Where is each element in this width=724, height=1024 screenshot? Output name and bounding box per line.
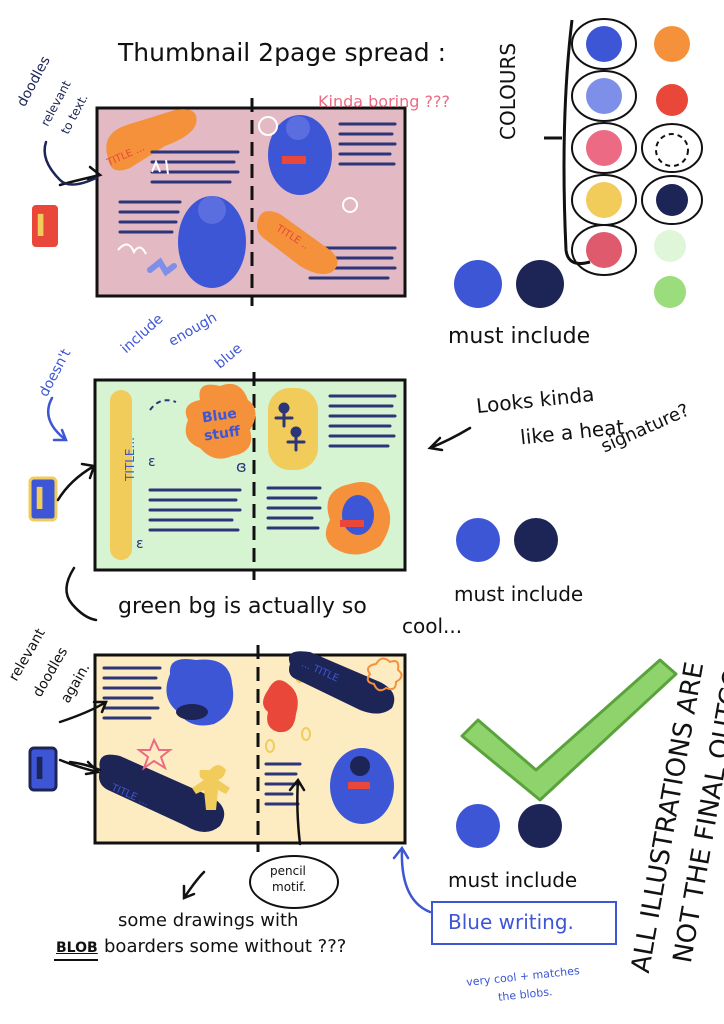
spread-3-title-blob: [99, 754, 225, 832]
arrow-icon-doodles: [43, 140, 98, 186]
swatch-red: [656, 84, 688, 116]
arrow-icon-pencil: [288, 777, 306, 846]
green-bg-note-2: cool...: [402, 614, 463, 638]
marker-icon-1: [32, 205, 58, 247]
arrow-icon-green: [65, 566, 98, 622]
spread-2-text-right: [266, 394, 397, 530]
spread-2: ε ɞ ε: [93, 372, 407, 580]
spread-1-figure-blob: [178, 196, 246, 288]
spread-2-text-left: [148, 488, 242, 532]
check-icon: [460, 658, 678, 802]
marker-icon-3: [28, 746, 58, 792]
marker-label-2: I: [34, 482, 46, 517]
arrow-icon-3: [58, 758, 101, 776]
swatch-pink: [586, 130, 622, 166]
svg-text:ɞ: ɞ: [236, 457, 247, 476]
arrow-icon-blob: [182, 870, 206, 900]
green-bg-note: green bg is actually so: [118, 594, 367, 619]
blue-writing-box: [431, 901, 617, 945]
marker-icon-2: [28, 476, 58, 522]
boring-comment: Kinda boring ???: [318, 92, 450, 111]
swatch-orange: [654, 26, 690, 62]
swatch-green: [654, 276, 686, 308]
must-include-3-blue: [456, 804, 500, 848]
marker-label-1: I: [35, 209, 47, 244]
spread-3-flower-doodle: [366, 657, 403, 692]
arrow-icon-bluewriting: [392, 845, 432, 914]
palette-bracket: [562, 19, 591, 265]
arrows: [43, 140, 472, 914]
arrow-icon-2: [56, 462, 96, 502]
colours-heading: COLOURS: [496, 42, 520, 140]
spread-2-blue-stuff-blob: [185, 383, 256, 459]
spread-1-title-blob-2: [257, 211, 338, 274]
must-include-3-navy: [518, 804, 562, 848]
must-include-2-blue: [456, 518, 500, 562]
pencil-note-1: pencil: [270, 864, 306, 878]
spread-1-reading-blob: [268, 115, 332, 195]
blue-writing-note: Blue writing.: [448, 910, 574, 934]
swatch-navy: [656, 184, 688, 216]
swatch-blue: [586, 26, 622, 62]
svg-text:ε: ε: [136, 536, 144, 552]
spread-3-text-right: [264, 762, 302, 806]
spread-2-title-bar: [110, 390, 132, 560]
spread-3-person-doodle: [192, 765, 230, 810]
pencil-note-2: motif.: [272, 880, 307, 894]
marker-label-3: I: [34, 752, 46, 787]
marker-icons: [28, 205, 58, 792]
svg-text:ε: ε: [148, 454, 156, 470]
page-title: Thumbnail 2page spread :: [118, 38, 447, 67]
blob-note-1: some drawings with: [118, 910, 299, 931]
must-include-1-blue: [454, 260, 502, 308]
spread-1: [95, 98, 407, 306]
arrow-icon-blue: [47, 396, 68, 442]
spread-3-text-left: [102, 666, 162, 720]
must-include-label-3: must include: [448, 868, 578, 892]
swatch-light-blue: [586, 78, 622, 114]
spread-2-title-label: TITLE...: [122, 437, 137, 481]
swatch-yellow: [586, 182, 622, 218]
arrow-icon-4: [58, 700, 108, 724]
blob-note-2a: BLOB: [56, 940, 98, 956]
colour-palette: [544, 18, 703, 308]
spread-3-pencil-figure: [263, 680, 298, 733]
must-include-label-1: must include: [448, 324, 591, 349]
arrow-icon-heat: [427, 426, 472, 452]
must-include-1-navy: [516, 260, 564, 308]
must-include-2-navy: [514, 518, 558, 562]
spread-3-title-blob-2: [288, 651, 395, 714]
spread-3: [93, 645, 407, 852]
swatch-light-green: [654, 230, 686, 262]
pencil-motif-bubble: [249, 855, 339, 909]
spread-1-title-blob: [106, 109, 197, 171]
spread-1-text-left: [118, 150, 240, 234]
arrow-icon-1: [58, 165, 103, 187]
blob-note-2b: boarders some without ???: [104, 936, 347, 957]
swatch-white: [655, 133, 689, 167]
spread-3-star-doodle: [136, 737, 173, 771]
must-include-dots: [454, 260, 564, 848]
must-include-label-2: must include: [454, 582, 584, 606]
swatch-rose: [586, 232, 622, 268]
